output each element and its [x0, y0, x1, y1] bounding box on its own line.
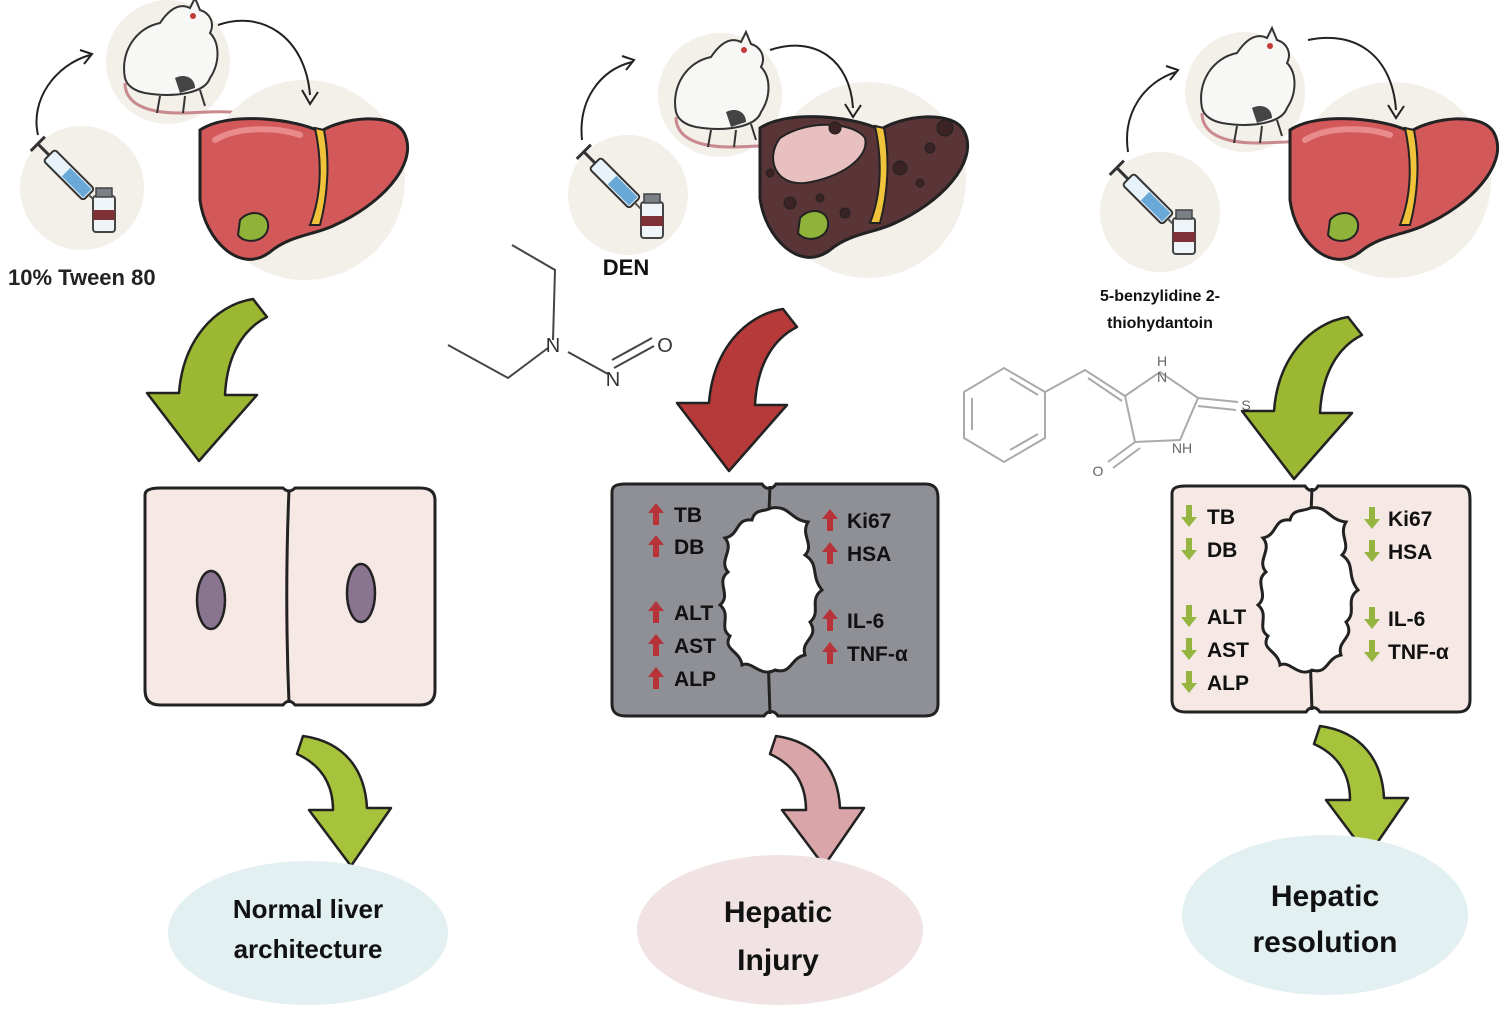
marker-label: AST — [1207, 639, 1249, 662]
nucleus — [345, 562, 377, 624]
nucleus — [195, 569, 227, 631]
marker-label: TNF-α — [1388, 641, 1449, 664]
den-oxygen-label: O — [657, 335, 673, 357]
hepatocyte-pair — [143, 486, 437, 707]
outcome-ellipse — [637, 855, 923, 1005]
outcome-label: resolution — [1252, 926, 1397, 959]
marker-label: Ki67 — [1388, 508, 1432, 531]
outcome-label: Hepatic — [724, 896, 832, 929]
marker-label: TB — [1207, 506, 1235, 529]
down-arrow-icon — [768, 734, 866, 868]
arrowhead-icon — [79, 49, 94, 65]
outcome-ellipse — [168, 861, 448, 1005]
den-nitrogen-label: N — [546, 335, 560, 357]
marker-label: HSA — [1388, 541, 1432, 564]
damage-gap — [1255, 506, 1361, 674]
curved-arrow-icon — [580, 61, 633, 141]
marker-label: IL-6 — [1388, 608, 1425, 631]
outcome-ellipse — [1182, 835, 1468, 995]
down-arrow-icon — [675, 307, 799, 473]
outcome-label: Hepatic — [1271, 880, 1379, 913]
marker-label: AST — [674, 635, 716, 658]
outcome-label: architecture — [234, 934, 383, 964]
marker-label: IL-6 — [847, 610, 884, 633]
vial-icon — [640, 193, 664, 239]
outcome-label: Normal liver — [233, 894, 383, 924]
thiohydantoin-structure — [963, 366, 1239, 469]
marker-label: DB — [674, 536, 704, 559]
curved-arrow-icon — [1126, 71, 1177, 153]
den-structure — [447, 244, 655, 380]
down-arrow-icon — [145, 297, 269, 463]
down-arrow-icon — [295, 734, 393, 868]
marker-label: Ki67 — [847, 510, 891, 533]
marker-label: TB — [674, 504, 702, 527]
treatment-label: thiohydantoin — [1107, 315, 1213, 332]
hepatocyte-pair-recovering — [1170, 484, 1472, 714]
treatment-label: DEN — [603, 255, 649, 280]
marker-label: ALP — [1207, 672, 1249, 695]
nitrogen-label: N — [1157, 369, 1167, 385]
treatment-label: 5-benzylidine 2- — [1100, 288, 1220, 305]
arrowhead-icon — [1165, 65, 1180, 81]
curved-arrow-icon — [1307, 36, 1397, 111]
marker-label: ALT — [1207, 606, 1246, 629]
column-treated: 5-benzylidine 2- thiohydantoin H N S NH … — [963, 26, 1498, 995]
hepatocyte-pair-injured — [610, 482, 940, 718]
marker-label: DB — [1207, 539, 1237, 562]
oxygen-label: O — [1093, 463, 1104, 479]
outcome-label: Injury — [737, 944, 819, 977]
marker-label: ALT — [674, 602, 713, 625]
arrowhead-icon — [844, 103, 862, 119]
den-nitrogen-label: N — [606, 369, 620, 391]
marker-label: ALP — [674, 668, 716, 691]
damage-gap — [717, 506, 825, 674]
treatment-label: 10% Tween 80 — [8, 265, 156, 290]
arrowhead-icon — [1387, 104, 1405, 120]
column-control: 10% Tween 80 Normal liver architecture — [8, 0, 448, 1005]
marker-label: HSA — [847, 543, 891, 566]
curved-arrow-icon — [217, 19, 311, 96]
curved-arrow-icon — [769, 44, 854, 109]
curved-arrow-icon — [35, 54, 91, 136]
arrowhead-icon — [621, 55, 636, 71]
vial-icon — [1172, 209, 1196, 255]
nh-label: NH — [1172, 440, 1192, 456]
down-arrow-icon — [1240, 315, 1364, 481]
vial-icon — [92, 187, 116, 233]
hydrogen-label: H — [1157, 353, 1167, 369]
arrowhead-icon — [301, 89, 319, 106]
column-den: DEN TB DB ALT AST ALP Ki67 HSA IL-6 TNF-… — [568, 30, 970, 1005]
marker-label: TNF-α — [847, 643, 908, 666]
sulfur-label: S — [1241, 397, 1250, 413]
